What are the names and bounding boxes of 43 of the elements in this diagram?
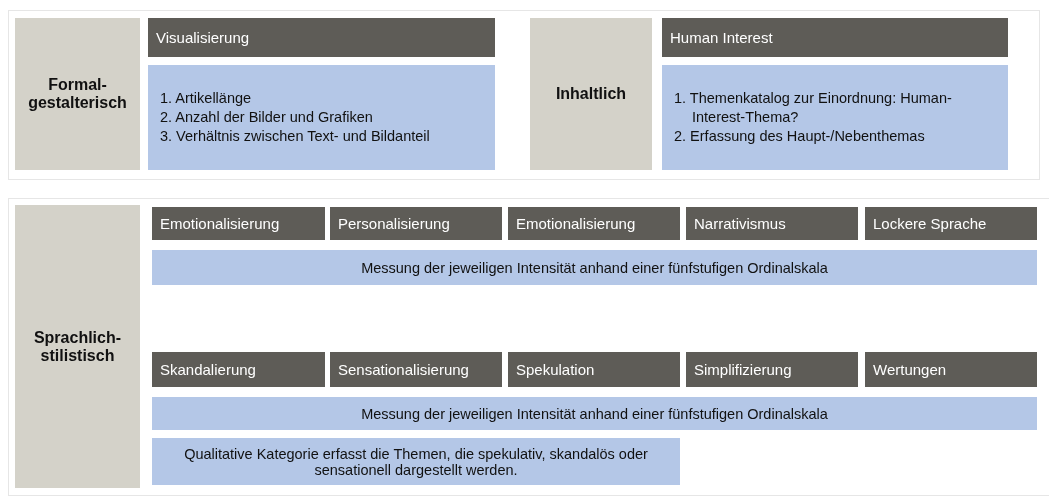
criteria-box [662,65,1008,170]
category-label: Sprachlich- stilistisch [32,328,123,365]
category-panel [15,205,140,488]
measure-bar [152,397,1037,430]
header-bar [865,207,1037,240]
list-item: 3. Verhältnis zwischen Text- und Bildanteil [160,127,431,146]
measure-bar [152,438,680,485]
category-label: Formal- gestalterisch [27,76,128,112]
header-label: Personalisierung [338,215,451,232]
measure-bar [152,250,1037,285]
header-bar [508,352,680,387]
header-label: Visualisierung [156,29,251,46]
header-label: Lockere Sprache [873,215,988,232]
header-bar [330,207,502,240]
header-bar [686,352,858,387]
category-label: Inhaltlich [555,85,627,103]
measure-text: Messung der jeweiligen Intensität anhand einer fünfstufigen Ordinalskala [361,259,828,276]
list-item: 1. Artikellänge [160,89,253,108]
criteria-box [148,65,495,170]
header-bar [508,207,680,240]
header-label: Simplifizierung [694,361,793,378]
category-panel [15,18,140,170]
header-label: Emotionalisierung [516,215,637,232]
header-label: Wertungen [873,361,948,378]
header-bar [330,352,502,387]
header-bar [686,207,858,240]
header-bar [148,18,495,57]
header-bar [152,207,325,240]
header-bar [152,352,325,387]
header-bar [662,18,1008,57]
header-label: Sensationalisierung [338,361,470,378]
header-bar [865,352,1037,387]
header-label: Human Interest [670,29,774,46]
list-item: 2. Erfassung des Haupt-/Nebenthemas [674,127,926,146]
measure-text: Messung der jeweiligen Intensität anhand einer fünfstufigen Ordinalskala [361,405,828,422]
header-label: Skandalierung [160,361,257,378]
header-label: Narrativismus [694,215,787,232]
measure-text: Qualitative Kategorie erfasst die Themen, die spekulativ, skandalös oder sensationell dargestellt werden. [183,445,649,478]
header-label: Emotionalisierung [160,215,281,232]
list-item: 1. Themenkatalog zur Einordnung: Human-Interest-Thema? [674,89,953,127]
list-item: 2. Anzahl der Bilder und Grafiken [160,108,374,127]
header-label: Spekulation [516,361,596,378]
category-panel [530,18,652,170]
